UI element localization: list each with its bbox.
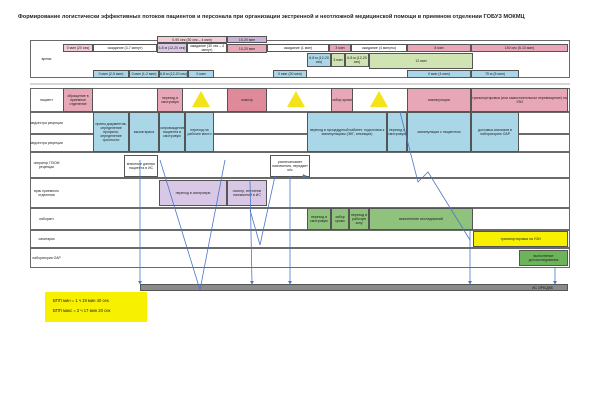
time-cell: 0 мин (2-5 мин) <box>93 70 129 78</box>
time-cell: 150 сек (5-10 мин) <box>471 44 568 52</box>
time-cell: 0 мин (30 мин) <box>273 70 307 78</box>
time-cell: ожидание (30 сек – 4 минут) <box>187 43 227 53</box>
patient-step: обращение в приемное отделение <box>63 88 93 112</box>
lab-step: выполнение исследований <box>369 208 473 230</box>
patient-step: осмотр <box>227 88 267 112</box>
time-cell: 6-8 м (12-20 сек) <box>345 53 369 67</box>
time-cell: ожидание (1 мин) <box>267 44 329 52</box>
time-cell: 6-8 м (12-20 сек) <box>159 70 188 78</box>
patient-step: забор крови <box>331 88 353 112</box>
lane-label-nurse: медсестра рецепции <box>30 121 63 125</box>
time-cell: 3 мин <box>331 53 345 67</box>
nurse-step: прием документов, определение профиля, о… <box>93 112 129 152</box>
doctor-step: переход в смотровую <box>159 180 227 206</box>
time-cell: 75 м (5 мин) <box>471 70 519 78</box>
time-cell: 12 мин <box>369 53 473 69</box>
lane-label-operator: оператор ПЭОМ рецепции <box>33 161 60 169</box>
nurse-step: доставка анализов в лабораторию ОАР <box>471 112 519 152</box>
waiting-triangle <box>370 91 388 107</box>
nurse-step: сопровождение пациента в смотровую <box>159 112 185 152</box>
time-cell: 6-8 м (12-20 сек) <box>157 43 187 53</box>
lab-step: переход в рабочую зону <box>349 208 369 230</box>
lab-step: переход в смотровую <box>307 208 331 230</box>
vpp-max: ВПП макс = 2 ч 17 мин 20 сек <box>53 308 111 313</box>
patient-step: манипуляции <box>407 88 471 112</box>
is-bar: ИС ОРБ/ДКБ <box>140 284 568 291</box>
lab-oar-step: выполнение доп.исследования <box>519 250 568 266</box>
patient-step: транспортировка (или самостоятельное пер… <box>471 88 568 112</box>
nurse-step: переход в процедурный кабинет, подготовк… <box>307 112 387 152</box>
lab-step: забор крови <box>331 208 349 230</box>
nurse-step: манипуляции с пациентом <box>407 112 471 152</box>
vpp-summary-box: ВПП мин = 1 ч 19 мин 40 сек ВПП макс = 2… <box>45 292 147 322</box>
time-cell: 0-90 сек (30 сек – 4 мин) <box>157 36 227 43</box>
patient-step: переход в смотровую <box>157 88 183 112</box>
lane-label-lab: лаборант <box>39 217 54 221</box>
waiting-triangle <box>192 91 210 107</box>
time-cell: 0 мин (20 сек) <box>63 44 93 52</box>
nurse-step: переход в смотровую <box>387 112 407 152</box>
lane-label-patient: пациент <box>40 98 53 102</box>
time-cell: 0 мин (4 мин) <box>407 70 471 78</box>
page-title: Формирование логистически эффективных по… <box>18 14 525 20</box>
lane-orderly <box>30 230 570 248</box>
time-cell: ожидание (4 минуты) <box>351 44 407 52</box>
lane-label-doctor: врач приемного отделения <box>34 189 59 197</box>
time-cell: 0 мин <box>188 70 214 78</box>
lane-label-lab-oar: лаборатория ОАР <box>32 256 61 260</box>
lane-label-nurse-2: медсестра рецепции <box>30 141 63 145</box>
operator-step: внесение данных пациента в ИС <box>124 155 158 177</box>
nurse-step: вызов врача <box>129 112 159 152</box>
doctor-step: осмотр, внесение назначений в ИС <box>227 180 267 206</box>
lane-label-time: время <box>41 57 52 61</box>
orderly-step: транспортировка на УЗИ <box>473 231 568 247</box>
lane-lab-oar <box>30 248 570 268</box>
time-cell: 3 мин <box>329 44 351 52</box>
time-cell: 0 мин (1-2 мин) <box>129 70 159 78</box>
vpp-min: ВПП мин = 1 ч 19 мин 40 сек <box>53 298 109 303</box>
lane-label-orderly: санитарка <box>38 237 55 241</box>
operator-step: распечатывает назначения, передает м/с <box>270 155 310 177</box>
nurse-step: переход на рабочее место <box>185 112 214 152</box>
time-cell: 8 мин <box>407 44 471 52</box>
waiting-triangle <box>287 91 305 107</box>
time-cell: ожидание (3-7 минут) <box>93 44 157 52</box>
time-cell: 10-20 мин <box>227 44 267 53</box>
time-cell: 6-8 м (12-20 сек) <box>307 53 331 67</box>
time-cell: 10-20 мин <box>227 36 267 43</box>
lane-doctor <box>30 178 570 208</box>
